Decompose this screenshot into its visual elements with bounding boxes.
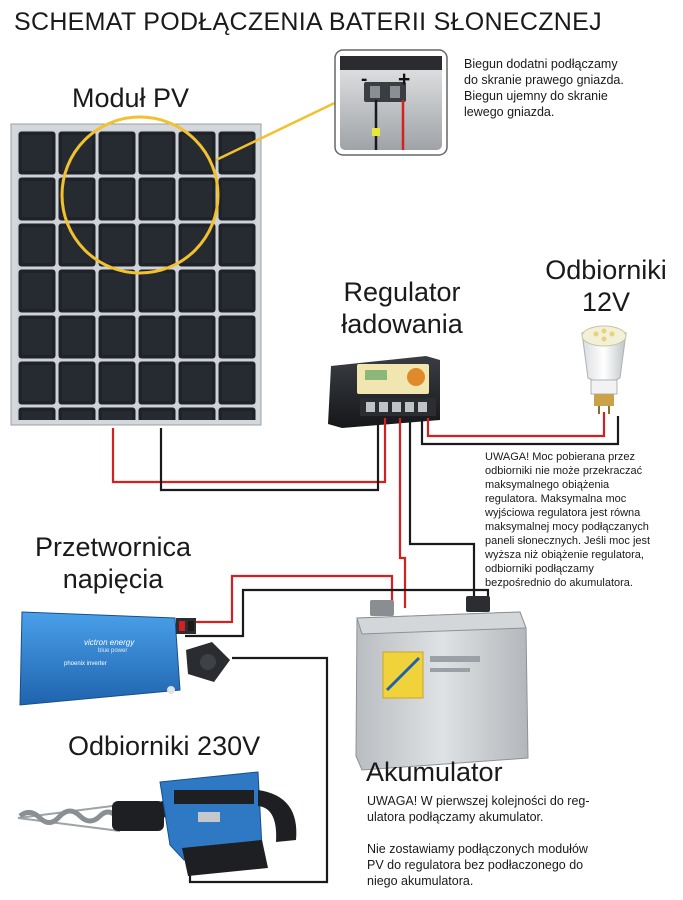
minus-sign: - bbox=[361, 69, 368, 90]
inverter-model: phoenix inverter bbox=[64, 661, 107, 667]
pv-module-label: Moduł PV bbox=[72, 83, 190, 113]
page-title: SCHEMAT PODŁĄCZENIA BATERII SŁONECZNEJ bbox=[14, 8, 602, 36]
inverter-brand: victron energy bbox=[84, 638, 135, 647]
inverter-label: Przetwornica napięcia bbox=[34, 532, 192, 594]
led-bulb-12v bbox=[581, 325, 627, 414]
rotary-hammer-drill bbox=[17, 771, 297, 876]
regulator-warning: UWAGA! Moc pobierana przez odbiorniki ni… bbox=[485, 451, 651, 589]
battery-label: Akumulator bbox=[366, 757, 503, 787]
battery-box bbox=[355, 596, 529, 771]
loads-12v-label: Odbiorniki 12V bbox=[545, 255, 667, 317]
inverter bbox=[19, 611, 196, 706]
plus-sign: + bbox=[398, 68, 411, 91]
regulator-label: Regulator ładowania bbox=[341, 277, 463, 339]
inverter-tagline: blue power bbox=[98, 648, 128, 654]
plug-230v bbox=[186, 642, 230, 682]
highlight-circle bbox=[60, 96, 346, 275]
polarity-note: Biegun dodatni podłączamy do skranie pra… bbox=[464, 57, 624, 119]
charge-regulator bbox=[328, 356, 440, 428]
junction-box-detail bbox=[334, 49, 448, 156]
battery-warning: UWAGA! W pierwszej kolejności do reg- ul… bbox=[367, 794, 590, 888]
loads-230v-label: Odbiorniki 230V bbox=[68, 731, 261, 761]
pv-panel bbox=[10, 123, 262, 426]
